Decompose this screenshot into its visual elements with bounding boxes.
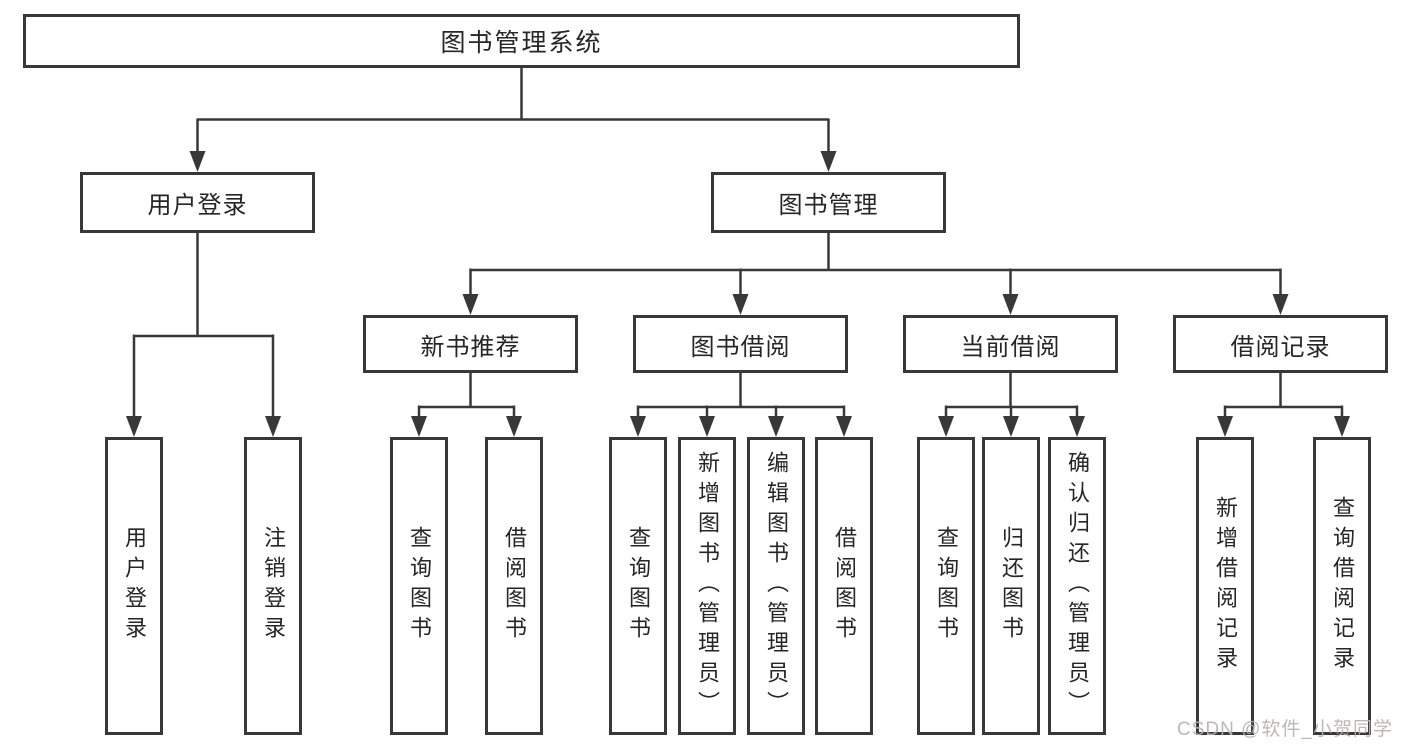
node-new-book-recommendation: 新书推荐 bbox=[363, 315, 578, 373]
arrowhead bbox=[265, 416, 281, 437]
leaf-confirm-return-admin: 确认归还（管理员） bbox=[1048, 437, 1106, 735]
leaf-label: 新增图书（管理员） bbox=[695, 451, 720, 721]
leaf-label: 查询借阅记录 bbox=[1330, 496, 1355, 676]
arrowhead bbox=[1217, 416, 1233, 437]
node-current-borrowing: 当前借阅 bbox=[903, 315, 1118, 373]
connector-new-book-recommendation-children bbox=[417, 373, 516, 418]
leaf-label: 查询图书 bbox=[407, 526, 432, 646]
leaf-label: 归还图书 bbox=[999, 526, 1024, 646]
leaf-label: 用户登录 bbox=[122, 526, 147, 646]
leaf-label: 编辑图书（管理员） bbox=[764, 451, 789, 721]
leaf-label: 注销登录 bbox=[261, 526, 286, 646]
node-borrowing-records: 借阅记录 bbox=[1173, 315, 1388, 373]
leaf-label: 借阅图书 bbox=[832, 526, 857, 646]
csdn-watermark: CSDN @软件_小贺同学 bbox=[1177, 719, 1393, 740]
leaf-query-books-borrow: 查询图书 bbox=[609, 437, 667, 735]
arrowhead bbox=[189, 151, 206, 172]
leaf-label: 查询图书 bbox=[626, 526, 651, 646]
arrowhead bbox=[126, 416, 142, 437]
leaf-label: 确认归还（管理员） bbox=[1065, 451, 1090, 721]
arrowhead bbox=[1069, 416, 1085, 437]
arrowhead bbox=[1003, 416, 1019, 437]
leaf-borrow-books: 借阅图书 bbox=[815, 437, 873, 735]
leaf-query-books-current: 查询图书 bbox=[917, 437, 975, 735]
arrowhead bbox=[462, 294, 479, 315]
arrowhead bbox=[836, 416, 852, 437]
node-book-borrowing: 图书借阅 bbox=[633, 315, 848, 373]
node-library-management-system: 图书管理系统 bbox=[23, 14, 1020, 68]
leaf-label: 查询图书 bbox=[934, 526, 959, 646]
arrowhead bbox=[506, 416, 522, 437]
arrowhead bbox=[732, 294, 749, 315]
arrowhead bbox=[1002, 294, 1019, 315]
connector-borrowing-records-children bbox=[1223, 373, 1344, 418]
leaf-edit-books-admin: 编辑图书（管理员） bbox=[747, 437, 805, 735]
arrowhead bbox=[938, 416, 954, 437]
leaf-label: 新增借阅记录 bbox=[1213, 496, 1238, 676]
arrowhead bbox=[630, 416, 646, 437]
connector-current-borrowing-children bbox=[944, 373, 1079, 418]
connector-book-management-to-level3 bbox=[469, 233, 1282, 296]
arrowhead bbox=[768, 416, 784, 437]
leaf-add-borrow-record: 新增借阅记录 bbox=[1196, 437, 1254, 735]
arrowhead bbox=[1272, 294, 1289, 315]
arrowhead bbox=[699, 416, 715, 437]
leaf-label: 借阅图书 bbox=[502, 526, 527, 646]
leaf-return-books: 归还图书 bbox=[982, 437, 1040, 735]
leaf-logout-login: 注销登录 bbox=[244, 437, 302, 735]
leaf-user-login: 用户登录 bbox=[105, 437, 163, 735]
connector-book-borrowing-children bbox=[636, 373, 846, 418]
node-user-login: 用户登录 bbox=[80, 172, 315, 233]
leaf-query-books-recommend: 查询图书 bbox=[390, 437, 448, 735]
arrowhead bbox=[820, 151, 837, 172]
connector-user-login-children bbox=[132, 233, 275, 418]
leaf-query-borrow-record: 查询借阅记录 bbox=[1313, 437, 1371, 735]
connector-root-to-level2 bbox=[196, 68, 830, 153]
leaf-add-books-admin: 新增图书（管理员） bbox=[678, 437, 736, 735]
node-book-management: 图书管理 bbox=[711, 172, 946, 233]
arrowhead bbox=[411, 416, 427, 437]
leaf-borrow-books-recommend: 借阅图书 bbox=[485, 437, 543, 735]
arrowhead bbox=[1334, 416, 1350, 437]
